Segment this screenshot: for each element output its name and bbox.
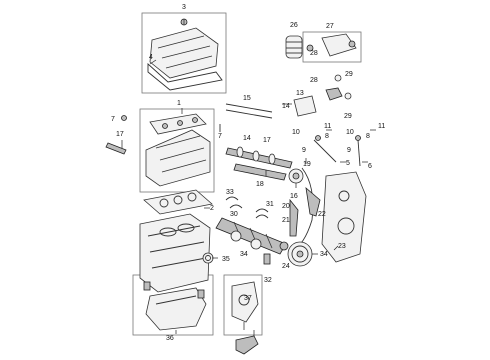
- chain-tensioner: [306, 33, 357, 57]
- crank-seal: [202, 252, 214, 264]
- cylinder-head-box: [139, 108, 215, 193]
- valve-cover-box: [141, 12, 227, 94]
- callout-8b: 8: [366, 133, 370, 140]
- callout-4: 4: [149, 54, 153, 61]
- callout-26: 28: [310, 50, 318, 57]
- callout-6: 6: [368, 163, 372, 170]
- valves-exhaust: [355, 135, 361, 167]
- callout-18: 19: [303, 161, 311, 168]
- rocker-arm: [325, 74, 352, 101]
- callout-34-text: 34: [320, 251, 328, 258]
- callout-8: 8: [325, 133, 329, 140]
- callout-25: 27: [326, 23, 334, 30]
- valves-intake: [313, 135, 337, 163]
- head-gasket: [143, 189, 213, 215]
- callout-29b: 31: [266, 201, 274, 208]
- valve-cover-gasket: [147, 62, 223, 91]
- callout-11b: 11: [378, 123, 385, 130]
- thrust-washers: [255, 208, 269, 219]
- callout-21: 22: [318, 211, 326, 218]
- callout-12: 13: [296, 90, 304, 97]
- callout-30: 32: [264, 277, 272, 284]
- rocker-shafts: [225, 103, 273, 119]
- oil-pump-box: [223, 274, 263, 336]
- callout-17: 17: [263, 137, 271, 144]
- callout-10: 10: [292, 129, 300, 136]
- callout-15: 16: [290, 193, 298, 200]
- timing-cover: [321, 171, 367, 263]
- callout-31: 33: [226, 189, 234, 196]
- small-bolt: [121, 115, 127, 121]
- chain-guide: [289, 198, 299, 237]
- callout-22: 23: [338, 243, 346, 250]
- oil-pressure-sensor: [235, 330, 259, 355]
- callout-1: 1: [177, 100, 181, 107]
- pulley-bolt: [263, 253, 271, 265]
- callout-20: 21: [282, 217, 290, 224]
- crank-pulley: [287, 241, 313, 267]
- rocker-bracket: [293, 95, 317, 117]
- engine-block: [139, 213, 211, 293]
- callout-7b: 7: [218, 133, 222, 140]
- callout-13: 14: [282, 103, 290, 110]
- cam-sprocket: [288, 168, 304, 184]
- callout-36: 37: [244, 295, 252, 302]
- callout-14b: 15: [243, 95, 251, 102]
- callout-9: 9: [302, 147, 306, 154]
- crankshaft: [215, 217, 287, 255]
- cylinder-head: [145, 113, 211, 187]
- callout-29: 30: [230, 211, 238, 218]
- oil-pump: [231, 281, 259, 323]
- callout-16: 17: [116, 131, 124, 138]
- callout-19: 20: [282, 203, 290, 210]
- callout-23: 24: [282, 263, 290, 270]
- camshaft-2: [233, 163, 287, 181]
- oil-filter: [285, 35, 303, 59]
- callout-28b: 29: [344, 113, 352, 120]
- callout-35: 36: [166, 335, 174, 342]
- callout-24: 26: [290, 22, 298, 29]
- callout-28: 29: [345, 71, 353, 78]
- callout-32: 34: [240, 251, 248, 258]
- callout-7: 7: [111, 116, 115, 123]
- crank-sprocket: [279, 241, 289, 251]
- oil-pan: [143, 281, 207, 331]
- leader-lines: [149, 59, 376, 334]
- callout-27: 28: [310, 77, 318, 84]
- callout-11: 11: [324, 123, 331, 130]
- callout-5: 5: [346, 160, 350, 167]
- valve-cover: [149, 18, 219, 79]
- callout-2: 2: [210, 205, 214, 212]
- chain-tensioner-arm: [305, 186, 321, 217]
- callout-17b: 18: [256, 181, 264, 188]
- callout-3: 3: [182, 4, 186, 11]
- bearing-shells: [225, 196, 243, 209]
- callout-10b: 10: [346, 129, 354, 136]
- tensioner-kit-box: [302, 31, 362, 63]
- callout-9b: 9: [347, 147, 351, 154]
- head-bolt: [105, 140, 127, 155]
- callout-33: 35: [222, 256, 230, 263]
- callout-14: 14: [243, 135, 251, 142]
- camshaft: [225, 146, 293, 169]
